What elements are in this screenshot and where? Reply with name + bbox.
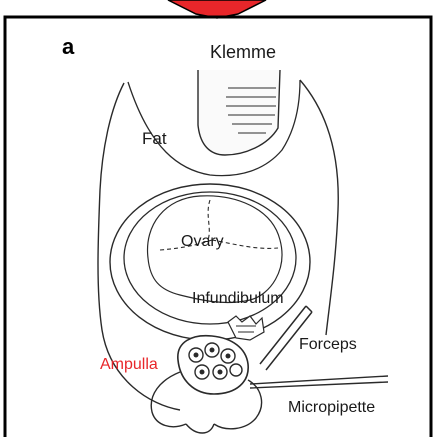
ovary-capsule-outer (110, 184, 310, 340)
label-micropipette: Micropipette (288, 399, 375, 416)
label-fat: Fat (142, 129, 167, 148)
label-forceps: Forceps (299, 336, 357, 353)
infundibulum (228, 316, 264, 340)
label-klemme: Klemme (210, 42, 276, 62)
label-ampulla: Ampulla (100, 356, 158, 373)
red-arrow-marker (168, 0, 266, 18)
micropipette (250, 376, 388, 388)
panel-letter: a (62, 34, 75, 59)
label-infundibulum: Infundibulum (192, 290, 284, 307)
label-ovary: Ovary (181, 233, 224, 250)
klemme-clamp (198, 70, 280, 155)
